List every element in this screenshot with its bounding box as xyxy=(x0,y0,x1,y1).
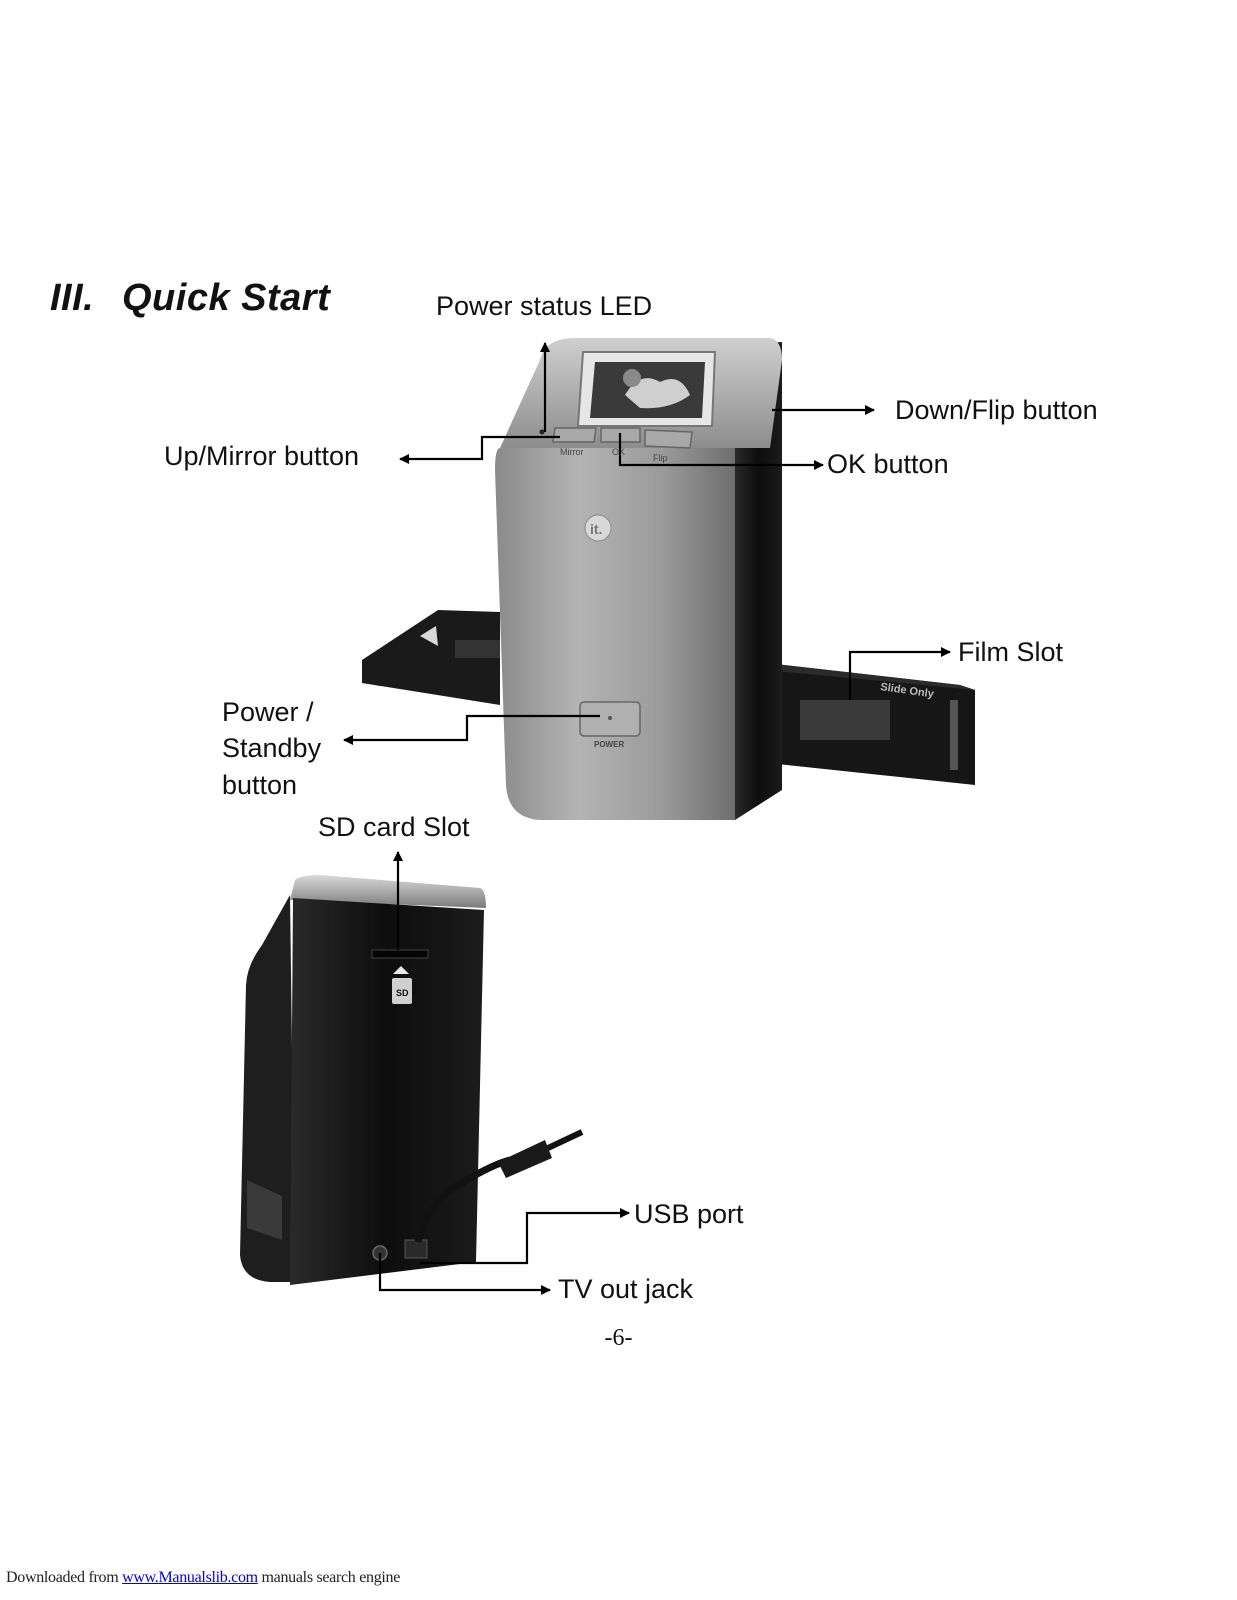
label-down-flip: Down/Flip button xyxy=(895,395,1098,425)
scanner-front xyxy=(495,448,735,820)
label-ok: OK button xyxy=(827,449,949,479)
left-film-tray xyxy=(362,610,500,705)
power-key-label: POWER xyxy=(594,740,624,749)
footer-prefix: Downloaded from xyxy=(6,1569,123,1586)
footer-link[interactable]: www.Manualslib.com xyxy=(122,1569,258,1586)
label-power-standby: Power / Standby button xyxy=(222,694,321,803)
label-power-standby-line3: button xyxy=(222,769,298,800)
right-film-tray: Slide Only xyxy=(740,660,975,785)
section-heading: III. Quick Start xyxy=(50,277,330,320)
sd-label: SD xyxy=(396,988,409,998)
label-power-standby-line1: Power / xyxy=(222,697,314,727)
callout-lines xyxy=(343,342,951,1295)
footer: Downloaded from www.Manualslib.com manua… xyxy=(6,1569,400,1587)
label-power-standby-line2: Standby xyxy=(222,733,322,764)
label-sd-slot: SD card Slot xyxy=(318,812,470,842)
label-usb-port: USB port xyxy=(634,1199,744,1229)
section-number: III. xyxy=(50,277,95,319)
label-power-led: Power status LED xyxy=(436,291,653,321)
rear-scanner: SD xyxy=(240,875,584,1285)
scanner-side xyxy=(735,342,782,820)
section-title: Quick Start xyxy=(122,277,331,319)
power-button-illustration: POWER xyxy=(579,701,641,749)
brand-logo: it. xyxy=(584,514,612,542)
brand-mark: it. xyxy=(590,521,602,537)
lcd-screen xyxy=(576,351,717,427)
flip-key-label: Flip xyxy=(653,453,668,463)
label-film-slot: Film Slot xyxy=(958,637,1064,667)
label-tv-out: TV out jack xyxy=(558,1274,694,1304)
label-up-mirror: Up/Mirror button xyxy=(164,441,360,471)
page-number: -6- xyxy=(604,1325,633,1351)
ok-key-label: OK xyxy=(612,447,625,457)
mirror-key-label: Mirror xyxy=(560,447,584,457)
footer-suffix: manuals search engine xyxy=(257,1569,401,1586)
power-led-dot xyxy=(539,429,545,435)
